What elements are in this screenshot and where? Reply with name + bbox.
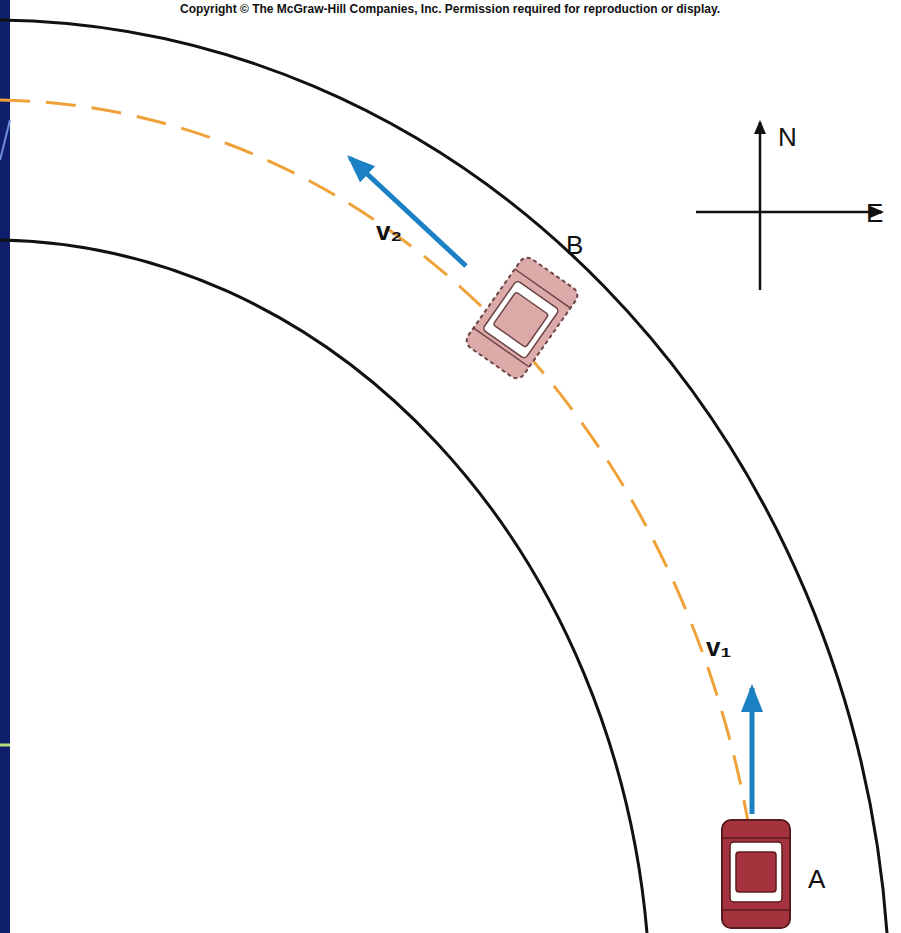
compass-label: N <box>778 124 797 150</box>
compass-label: E <box>866 200 883 226</box>
road-inner-edge <box>0 240 647 933</box>
center-line <box>0 100 762 933</box>
velocity-label: v₁ <box>706 634 731 660</box>
point-label: A <box>808 866 825 892</box>
compass-north <box>759 122 762 290</box>
car-b <box>463 254 581 381</box>
point-label: B <box>566 232 583 258</box>
velocity-arrow <box>350 158 466 266</box>
velocity-arrow <box>750 688 755 814</box>
slide-strip <box>0 0 10 933</box>
velocity-label: v₂ <box>376 218 402 244</box>
copyright-note: Copyright © The McGraw-Hill Companies, I… <box>180 3 720 15</box>
road-outer-edge <box>0 20 887 933</box>
slide-line <box>0 120 10 160</box>
compass-east <box>696 211 882 214</box>
slide-line <box>0 744 10 747</box>
car-a <box>722 820 790 928</box>
